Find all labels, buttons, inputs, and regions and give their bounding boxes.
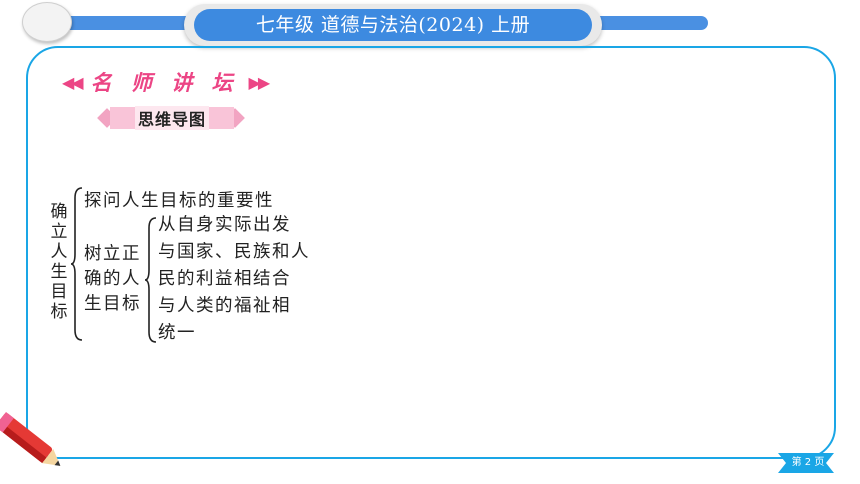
- leaf-line: 与国家、民族和人: [158, 242, 310, 262]
- branch-2-line: 确的人: [84, 269, 141, 289]
- banner-title: 名 师 讲 坛: [90, 71, 239, 95]
- brace-left-root: [70, 187, 83, 341]
- header-circle-decoration: [22, 2, 72, 42]
- pencil-icon: [0, 412, 61, 466]
- root-char: 人: [50, 242, 68, 262]
- page-tag: 第 2 页: [778, 453, 834, 473]
- page-title: 七年级 道德与法治(2024) 上册: [194, 9, 592, 41]
- leaf-line: 从自身实际出发: [158, 215, 291, 235]
- subtitle-box: 思维导图: [110, 106, 234, 130]
- leaf-line: 统一: [158, 323, 196, 343]
- branch-1: 探问人生目标的重要性: [84, 191, 274, 211]
- branch-2-line: 树立正: [84, 244, 141, 264]
- subtitle-badge: 思维导图: [97, 106, 246, 130]
- page-number: 第 2 页: [791, 457, 825, 468]
- page-tag-shape: [778, 453, 834, 473]
- chevrons-left-icon: ◀◀: [62, 72, 84, 92]
- section-banner: ◀◀ 名 师 讲 坛 ▶▶: [62, 68, 271, 96]
- root-char: 目: [50, 282, 68, 302]
- root-char: 标: [50, 302, 68, 322]
- leaf-line: 与人类的福祉相: [158, 296, 291, 316]
- root-char: 确: [50, 202, 68, 222]
- mindmap-root: 确 立 人 生 目 标: [48, 202, 70, 322]
- subtitle-text: 思维导图: [134, 106, 209, 130]
- brace-right-branch: [144, 217, 157, 343]
- leaf-line: 民的利益相结合: [158, 269, 291, 289]
- chevrons-right-icon: ▶▶: [248, 72, 271, 92]
- root-char: 生: [50, 262, 68, 282]
- root-char: 立: [50, 222, 68, 242]
- content-frame: [26, 46, 836, 459]
- branch-2-line: 生目标: [84, 294, 141, 314]
